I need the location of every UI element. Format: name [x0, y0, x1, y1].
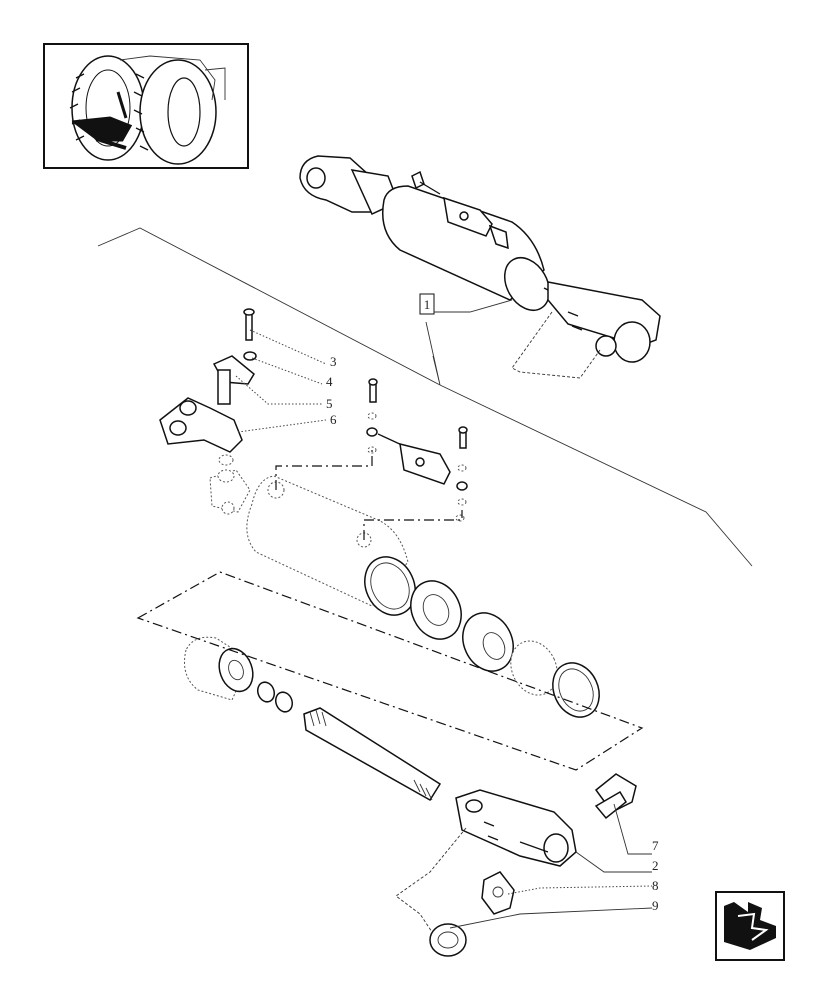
lower-link-end: [395, 773, 637, 957]
assembly-marker: 1: [419, 293, 513, 315]
clevis-pin-group: [159, 308, 257, 453]
exploded-group-outline: [136, 571, 644, 771]
section-line-left: [97, 227, 441, 386]
o-ring-4: [510, 640, 558, 696]
piston-rod: [303, 707, 442, 802]
seal-2: [410, 580, 462, 640]
valve-assembly: [366, 378, 468, 522]
callout-8: 8: [652, 878, 659, 893]
callout-3: 3: [330, 354, 337, 369]
assembled-cylinder: [299, 155, 661, 379]
piston-3: [462, 612, 514, 672]
callout-9: 9: [652, 898, 659, 913]
assembly-marker-label: 1: [424, 297, 431, 312]
section-line-right: [439, 384, 753, 567]
tractor-locator-thumbnail: [43, 43, 249, 169]
o-ring-5: [552, 662, 600, 718]
piston-ring-1: [364, 556, 416, 616]
callout-5: 5: [326, 396, 333, 411]
callout-2: 2: [652, 858, 659, 873]
callout-6: 6: [330, 412, 337, 427]
assembly-leader: [425, 321, 441, 386]
callout-4: 4: [326, 374, 333, 389]
callout-7: 7: [652, 838, 659, 853]
next-page-arrow-icon[interactable]: [715, 891, 785, 961]
